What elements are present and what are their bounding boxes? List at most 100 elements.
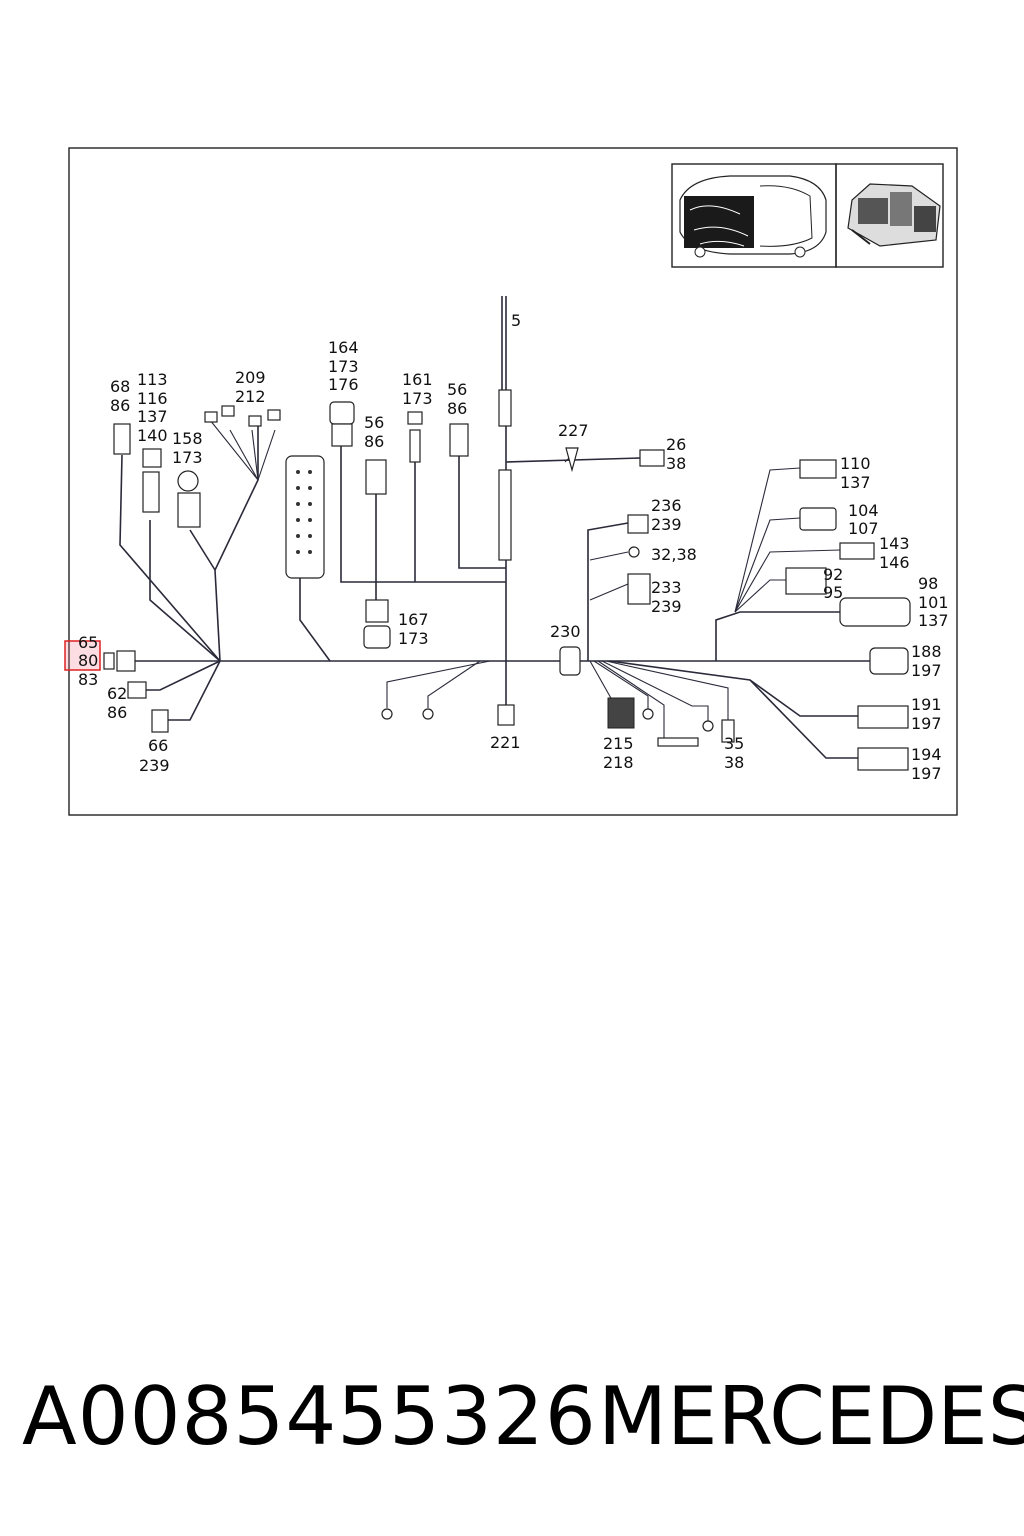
callout-176: 176 (328, 375, 359, 394)
callout-86b: 86 (364, 432, 384, 451)
callout-95: 95 (823, 583, 843, 602)
callout-146: 146 (879, 553, 910, 572)
callout-161: 161 (402, 370, 433, 389)
callout-62: 62 (107, 684, 127, 703)
connector-233 (627, 573, 651, 605)
connector-80 (116, 650, 136, 672)
callout-173a: 173 (172, 448, 203, 467)
plug-212b (267, 409, 281, 421)
diagram-frame (68, 147, 958, 816)
connector-188 (869, 647, 909, 675)
terminal-218b (702, 720, 714, 732)
callout-38b: 38 (724, 753, 744, 772)
callout-104: 104 (848, 501, 879, 520)
callout-227: 227 (558, 421, 589, 440)
callout-110: 110 (840, 454, 871, 473)
terminal-215b (642, 708, 654, 720)
ground-terminal-a (381, 708, 393, 720)
callout-212: 212 (235, 387, 266, 406)
connector-116 (142, 471, 160, 513)
connector-161 (407, 411, 423, 425)
connector-98 (839, 597, 911, 627)
callout-113: 113 (137, 370, 168, 389)
callout-158: 158 (172, 429, 203, 448)
connector-26 (639, 449, 665, 467)
callout-137b: 137 (840, 473, 871, 492)
brand-name: MERCEDES (598, 1370, 1024, 1463)
callout-209: 209 (235, 368, 266, 387)
callout-83: 83 (78, 670, 98, 689)
callout-173c: 173 (402, 389, 433, 408)
connector-104 (799, 507, 837, 531)
callout-164: 164 (328, 338, 359, 357)
connector-161-body (409, 429, 421, 463)
grommet-230 (559, 646, 581, 676)
relay-92 (785, 567, 827, 595)
ground-terminal-b (422, 708, 434, 720)
callout-221: 221 (490, 733, 521, 752)
connectors (103, 401, 911, 771)
callout-137c: 137 (918, 611, 949, 630)
trunk-sleeve-lower (498, 469, 512, 561)
callout-86a: 86 (110, 396, 130, 415)
connector-194 (857, 747, 909, 771)
connector-236 (627, 514, 649, 534)
trunk-sleeve-upper (498, 389, 512, 427)
callout-239b: 239 (651, 597, 682, 616)
callout-86d: 86 (107, 703, 127, 722)
callout-80: 80 (78, 651, 98, 670)
component-location-box (835, 163, 944, 268)
callout-137a: 137 (137, 407, 168, 426)
callout-239c: 239 (139, 756, 170, 775)
callout-239a: 239 (651, 515, 682, 534)
terminal-32 (628, 546, 640, 558)
connector-167-plug (363, 625, 391, 649)
callout-197b: 197 (911, 714, 942, 733)
callout-173b: 173 (328, 357, 359, 376)
connector-221 (497, 704, 515, 726)
engine-icon (847, 183, 941, 247)
part-number: A0085455326 (22, 1370, 597, 1463)
connector-167 (365, 599, 389, 623)
harness-wires (119, 296, 870, 759)
connector-191 (857, 705, 909, 729)
callout-140: 140 (137, 426, 168, 445)
callout-35: 35 (724, 734, 744, 753)
connector-164-body (331, 423, 353, 447)
callout-98: 98 (918, 574, 938, 593)
connector-35 (721, 719, 735, 743)
callout-230: 230 (550, 622, 581, 641)
callout-218: 218 (603, 753, 634, 772)
connector-158 (177, 470, 199, 492)
callout-92: 92 (823, 565, 843, 584)
callout-233: 233 (651, 578, 682, 597)
callout-68: 68 (110, 377, 130, 396)
callout-32-38: 32,38 (651, 545, 697, 564)
callout-26: 26 (666, 435, 686, 454)
callout-86c: 86 (447, 399, 467, 418)
connector-56b (449, 423, 469, 457)
connector-173a (177, 492, 201, 528)
connector-110 (799, 459, 837, 479)
location-inset (671, 163, 944, 268)
callout-215: 215 (603, 734, 634, 753)
terminal-66 (151, 709, 169, 733)
connector-65 (103, 652, 115, 670)
callout-236: 236 (651, 496, 682, 515)
connector-113 (142, 448, 162, 468)
callout-167: 167 (398, 610, 429, 629)
callout-173d: 173 (398, 629, 429, 648)
callout-194: 194 (911, 745, 942, 764)
callout-107: 107 (848, 519, 879, 538)
callout-197a: 197 (911, 661, 942, 680)
connector-164 (329, 401, 355, 425)
connector-68 (113, 423, 131, 455)
plug-212a (248, 415, 262, 427)
connector-143 (839, 542, 875, 560)
connector-215 (607, 697, 635, 729)
callout-65: 65 (78, 633, 98, 652)
connector-218 (657, 737, 699, 747)
callout-191: 191 (911, 695, 942, 714)
plug-209a (204, 411, 218, 423)
